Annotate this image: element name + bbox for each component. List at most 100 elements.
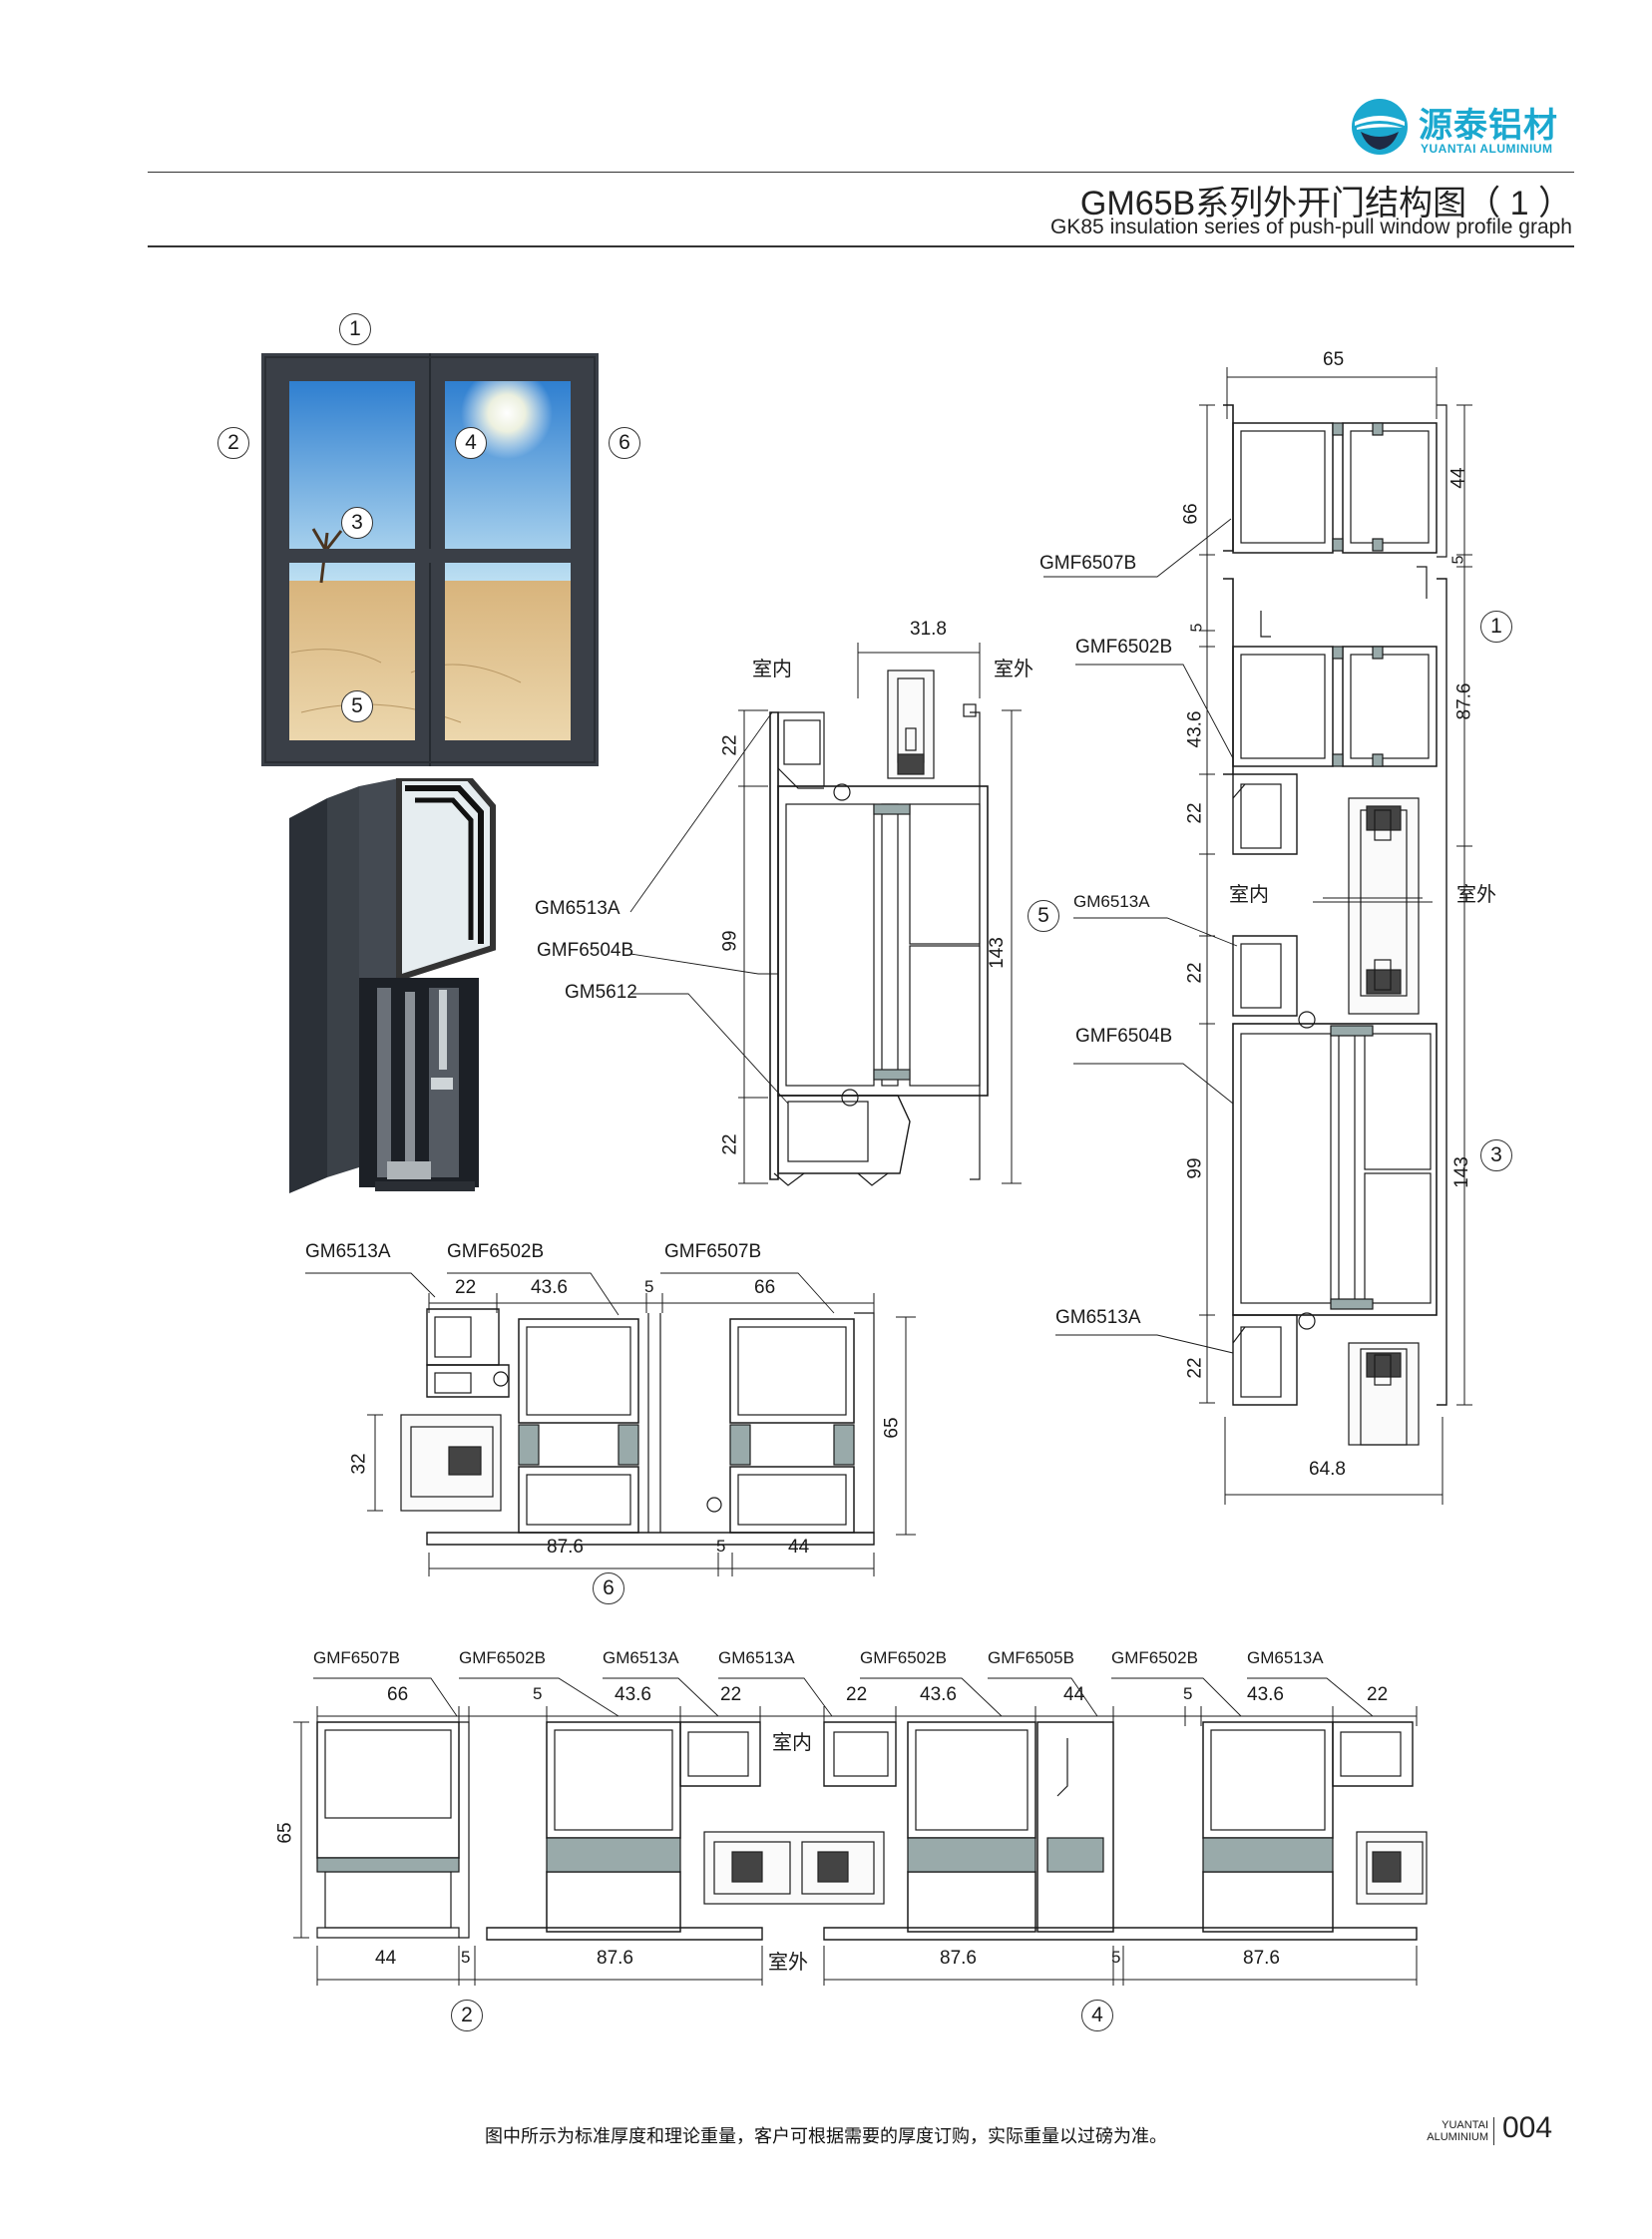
s13-dim-22b: 22	[1184, 962, 1206, 984]
s13-part-gm6513a-1: GM6513A	[1073, 892, 1150, 911]
s6-dim-22: 22	[455, 1277, 477, 1298]
s24-bottom-dim-87-6b: 87.6	[940, 1948, 977, 1969]
s5-callout: 5	[1028, 900, 1059, 932]
s13-dim-66: 66	[1180, 503, 1202, 525]
s24-callout-2: 2	[451, 2000, 483, 2031]
s24-bottom-dim-87-6c: 87.6	[1243, 1948, 1280, 1969]
s24-part-3: GM6513A	[603, 1648, 679, 1667]
s24-callout-4: 4	[1081, 2000, 1113, 2031]
s6-dim-43-6: 43.6	[531, 1277, 568, 1298]
s13-dim-44: 44	[1447, 467, 1469, 489]
s24-part-5: GMF6502B	[860, 1648, 947, 1667]
s13-callout-1: 1	[1480, 611, 1512, 643]
s6-part-gm6513a: GM6513A	[305, 1241, 391, 1262]
s24-top-dim-5b: 5	[1183, 1684, 1193, 1703]
s6-dim-44: 44	[788, 1537, 810, 1558]
s5-part-gm6513a: GM6513A	[535, 898, 620, 919]
s24-top-dim-22b: 22	[846, 1684, 868, 1705]
section13-drawing	[1043, 367, 1472, 1505]
door-elevation-photo	[261, 353, 599, 766]
s13-dim-87-6: 87.6	[1453, 682, 1475, 720]
footer-note: 图中所示为标准厚度和理论重量，客户可根据需要的厚度订购，实际重量以过磅为准。	[485, 2126, 1167, 2146]
s24-top-dim-22a: 22	[720, 1684, 742, 1705]
s5-label-outside: 室外	[994, 659, 1033, 680]
photo-callout-5: 5	[341, 690, 373, 722]
header-rule-top	[148, 172, 1574, 173]
s13-label-inside: 室内	[1229, 884, 1269, 906]
header-rule-bottom	[148, 245, 1574, 247]
photo-callout-1: 1	[339, 313, 371, 345]
s6-dim-66: 66	[754, 1277, 776, 1298]
s13-part-gmf6504b: GMF6504B	[1075, 1026, 1173, 1047]
brand-name-en: YUANTAI ALUMINIUM	[1421, 142, 1553, 156]
s24-part-8: GM6513A	[1247, 1648, 1324, 1667]
s5-width-dim: 31.8	[910, 619, 947, 640]
s13-gap-5: 5	[1449, 555, 1467, 565]
footer-brand: YUANTAI ALUMINIUM	[1397, 2119, 1488, 2143]
s5-part-gm5612: GM5612	[565, 982, 637, 1003]
photo-callout-4: 4	[455, 427, 487, 459]
s24-top-dim-5a: 5	[533, 1684, 543, 1703]
s13-label-outside: 室外	[1456, 884, 1496, 906]
s24-top-dim-44: 44	[1063, 1684, 1085, 1705]
s5-dim-22-bottom: 22	[719, 1133, 741, 1155]
s24-part-4: GM6513A	[718, 1648, 795, 1667]
s13-dim-43-6: 43.6	[1184, 710, 1206, 748]
photo-callout-6: 6	[609, 427, 640, 459]
s24-bottom-dim-5b: 5	[1111, 1948, 1121, 1967]
section6-drawing	[305, 1272, 916, 1576]
s13-dim-99: 99	[1184, 1157, 1206, 1179]
profile-section-photo	[279, 775, 511, 1199]
brand-logo: 源泰铝材 YUANTAI ALUMINIUM	[1349, 96, 1576, 160]
s6-part-gmf6502b: GMF6502B	[447, 1241, 545, 1262]
s5-dim-99: 99	[719, 930, 741, 952]
section24-drawing	[293, 1677, 1428, 1986]
s24-top-dim-43-6a: 43.6	[615, 1684, 651, 1705]
s24-top-dim-43-6c: 43.6	[1247, 1684, 1284, 1705]
s24-bottom-dim-87-6a: 87.6	[597, 1948, 633, 1969]
page-number: 004	[1502, 2111, 1553, 2144]
s24-part-1: GMF6507B	[313, 1648, 400, 1667]
s6-dim-87-6: 87.6	[547, 1537, 584, 1558]
footer-brand-line1: YUANTAI	[1442, 2119, 1488, 2131]
s24-dim-65: 65	[274, 1822, 296, 1844]
s24-bottom-dim-44: 44	[375, 1948, 397, 1969]
s13-dim-143: 143	[1450, 1156, 1472, 1188]
s13-callout-3: 3	[1480, 1139, 1512, 1171]
s5-dim-22-top: 22	[719, 734, 741, 756]
s5-label-inside: 室内	[752, 659, 792, 680]
s24-top-dim-22c: 22	[1367, 1684, 1389, 1705]
s13-dim-22a: 22	[1184, 802, 1206, 824]
s6-dim-5b: 5	[716, 1537, 726, 1556]
s13-part-gmf6507b: GMF6507B	[1039, 553, 1137, 574]
s5-dim-143: 143	[986, 937, 1008, 969]
page-subtitle: GK85 insulation series of push-pull wind…	[1050, 216, 1572, 238]
photo-callout-3: 3	[341, 507, 373, 539]
section5-drawing	[629, 643, 1022, 1186]
s6-dim-5: 5	[644, 1277, 654, 1296]
s6-part-gmf6507b: GMF6507B	[664, 1241, 762, 1262]
page-title: GM65B系列外开门结构图（ 1 ）	[1079, 185, 1572, 223]
photo-callout-2: 2	[217, 427, 249, 459]
s24-top-dim-66: 66	[387, 1684, 409, 1705]
footer-separator	[1493, 2117, 1494, 2145]
s6-dim-65: 65	[881, 1417, 903, 1439]
s6-dim-32: 32	[348, 1453, 370, 1475]
s24-bottom-dim-5a: 5	[461, 1948, 471, 1967]
s13-dim-22c: 22	[1184, 1357, 1206, 1379]
s24-part-2: GMF6502B	[459, 1648, 546, 1667]
brand-emblem-icon	[1352, 99, 1408, 155]
s13-top-width: 65	[1323, 349, 1345, 370]
s24-label-outside: 室外	[768, 1952, 808, 1974]
s6-callout: 6	[593, 1572, 624, 1604]
s13-part-gmf6502b: GMF6502B	[1075, 637, 1173, 658]
s13-gap2-5: 5	[1188, 623, 1206, 633]
s24-top-dim-43-6b: 43.6	[920, 1684, 957, 1705]
s13-part-gm6513a-2: GM6513A	[1055, 1307, 1141, 1328]
s24-part-7: GMF6502B	[1111, 1648, 1198, 1667]
s24-label-inside: 室内	[772, 1732, 812, 1754]
s13-bottom-width: 64.8	[1309, 1459, 1346, 1480]
footer-brand-line2: ALUMINIUM	[1427, 2131, 1488, 2143]
brand-name-cn: 源泰铝材	[1419, 106, 1558, 146]
